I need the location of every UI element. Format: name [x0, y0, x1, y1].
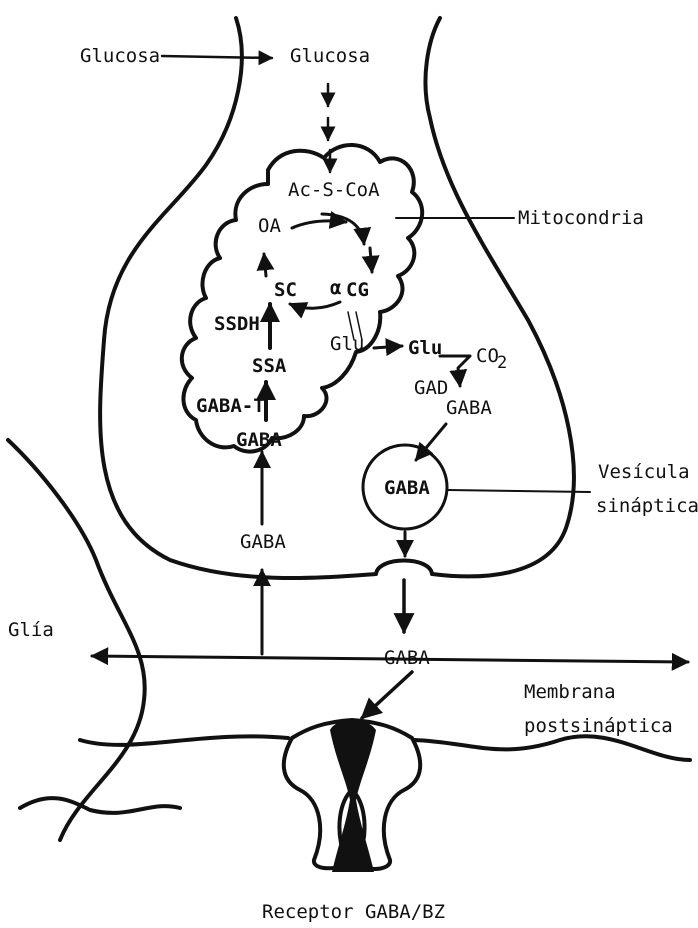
- label-receptor: Receptor GABA/BZ: [262, 901, 445, 923]
- vesicle-pointer: [448, 490, 590, 492]
- label-vesicle-line2: sináptica: [596, 495, 698, 517]
- label-gaba-mito: GABA: [236, 429, 282, 451]
- label-akg: CG: [346, 279, 369, 301]
- label-gaba-cleft: GABA: [384, 647, 430, 669]
- label-glucose-inside: Glucosa: [290, 45, 370, 67]
- postsynaptic-membrane: [80, 736, 288, 745]
- label-oa: OA: [258, 215, 281, 237]
- arrow-glu-export: [374, 346, 402, 348]
- label-vesicle-line1: Vesícula: [598, 461, 690, 483]
- label-gaba-t: GABA-T: [196, 395, 265, 417]
- label-glu-mito: Glu: [330, 333, 364, 355]
- arrow-glucose-entry: [162, 56, 272, 58]
- postsynaptic-membrane-left: [20, 798, 180, 813]
- label-postsynaptic-line1: Membrana: [524, 681, 616, 703]
- label-ssdh: SSDH: [214, 313, 260, 335]
- arrow-accoa-to-akg: [322, 214, 364, 244]
- label-akg-alpha: α: [330, 277, 341, 299]
- label-ssa: SSA: [252, 355, 287, 377]
- label-postsynaptic-line2: postsináptica: [524, 715, 673, 737]
- label-glia: Glía: [8, 619, 54, 641]
- label-sc: SC: [274, 279, 297, 301]
- postsynaptic-membrane-right: [414, 736, 690, 760]
- arrow-sc-to-oa: [264, 254, 266, 276]
- label-acetyl-coa: Ac-S-CoA: [288, 179, 380, 201]
- receptor-channel: [330, 720, 376, 873]
- arrow-akg-to-sc: [290, 302, 340, 308]
- label-gaba-vesicle: GABA: [384, 477, 430, 499]
- label-gaba-cyto: GABA: [446, 397, 492, 419]
- arrow-gaba-to-receptor: [362, 672, 412, 718]
- label-gaba-uptake: GABA: [240, 531, 286, 553]
- label-co2-subscript: 2: [497, 353, 507, 373]
- arrow-oa-to-accoa: [292, 221, 346, 228]
- label-co2: CO: [476, 345, 499, 367]
- label-glucose-outside: Glucosa: [80, 45, 160, 67]
- label-mitochondria: Mitocondria: [518, 207, 644, 229]
- label-glu-cyto: Glu: [408, 337, 442, 359]
- arrow-akg-down: [370, 248, 372, 272]
- label-gad: GAD: [414, 377, 448, 399]
